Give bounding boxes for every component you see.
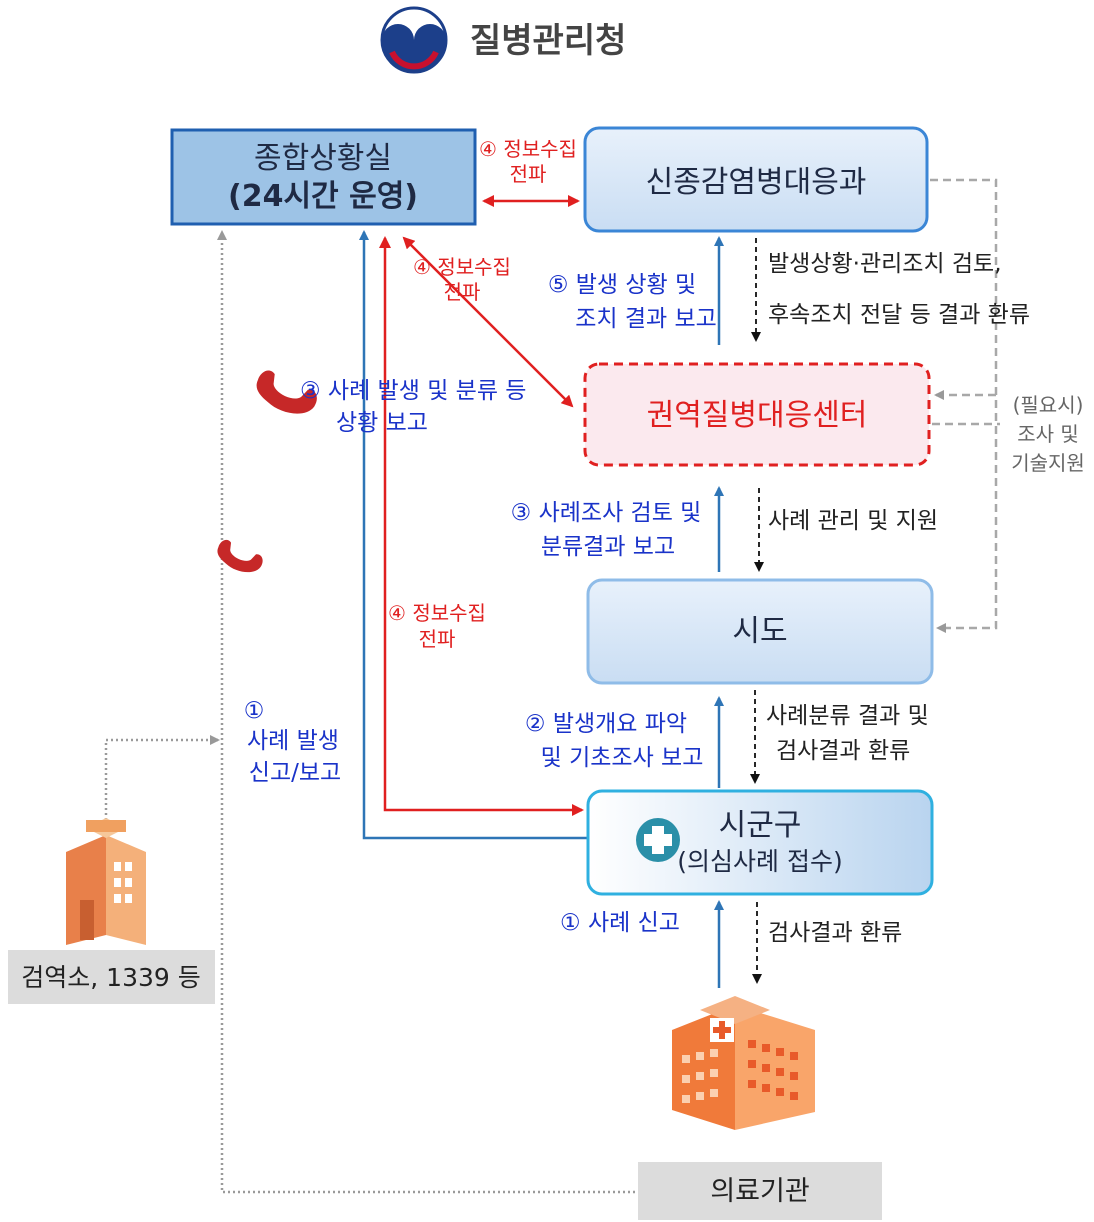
logo: 질병관리청 [380,6,626,74]
report-arrow-sigungu-to-situation [359,230,590,840]
review-feedback-line1: 발생상황·관리조치 검토, [768,251,1002,277]
regional-center-label: 권역질병대응센터 [647,398,868,433]
step1-case-label: ① 사례 신고 [560,910,680,936]
regional-center-box: 권역질병대응센터 [583,362,931,467]
as-needed-line1: (필요시) [1013,393,1084,417]
as-needed-line2: 조사 및 [1017,422,1079,446]
classify-feedback-line1: 사례분류 결과 및 [766,703,929,729]
hospital-building-icon [672,996,815,1130]
step5-report-line2: 조치 결과 보고 [575,306,717,332]
phone-icon [217,539,263,573]
dotted-arrow-quarantine-to-path [104,735,220,825]
as-needed-line3: 기술지원 [1011,451,1085,475]
taegeuk-emblem-icon [380,6,448,74]
step2-report-line1: ② 발생개요 파악 [525,711,687,737]
situation-room-subtitle: (24시간 운영) [228,179,418,214]
quarantine-label-box: 검역소, 1339 등 [8,950,215,1004]
sigungu-sublabel: (의심사례 접수) [677,847,842,876]
step3-case-report-line1: ③ 사례 발생 및 분류 등 [300,378,526,404]
info-share-left-line2: 전파 [419,627,456,651]
info-share-diag-line1: ④ 정보수집 [413,255,511,279]
sigungu-label: 시군구 [719,808,802,843]
step1-report-line3: 신고/보고 [249,760,341,786]
step1-report-line2: 사례 발생 [247,728,339,754]
medical-cross-icon [636,818,680,862]
classify-feedback-line2: 검사결과 환류 [776,738,910,764]
step3-review-line1: ③ 사례조사 검토 및 [511,500,702,526]
step2-report-line2: 및 기초조사 보고 [541,745,704,771]
medical-label-box: 의료기관 [638,1162,882,1220]
info-share-left-line1: ④ 정보수집 [388,601,486,625]
sido-label: 시도 [732,614,787,649]
phone-icon [256,370,317,414]
info-arrow-left [379,236,584,816]
step3-case-report-line2: 상황 보고 [336,410,428,436]
sigungu-box: 시군구 (의심사례 접수) [586,789,934,896]
info-share-top-line1: ④ 정보수집 [479,137,577,161]
new-infection-dept-box: 신종감염병대응과 [583,126,929,233]
new-infection-dept-label: 신종감염병대응과 [646,165,867,200]
medical-label: 의료기관 [710,1176,809,1207]
situation-room-box: 종합상황실 (24시간 운영) [170,128,477,226]
sido-box: 시도 [586,578,934,685]
step1-report-line1: ① [244,698,265,724]
org-name: 질병관리청 [470,21,626,61]
step5-report-line1: ⑤ 발생 상황 및 [548,272,696,298]
quarantine-label: 검역소, 1339 등 [21,963,200,992]
case-mgmt-label: 사례 관리 및 지원 [768,508,938,534]
info-share-diag-line2: 전파 [444,280,481,304]
step3-review-line2: 분류결과 보고 [541,534,675,560]
quarantine-building-icon [66,818,146,945]
info-share-top-line2: 전파 [510,162,547,186]
support-line-to-sido [930,178,998,633]
review-feedback-line2: 후속조치 전달 등 결과 환류 [768,302,1030,328]
test-feedback-label: 검사결과 환류 [768,920,902,946]
situation-room-title: 종합상황실 [254,141,392,176]
